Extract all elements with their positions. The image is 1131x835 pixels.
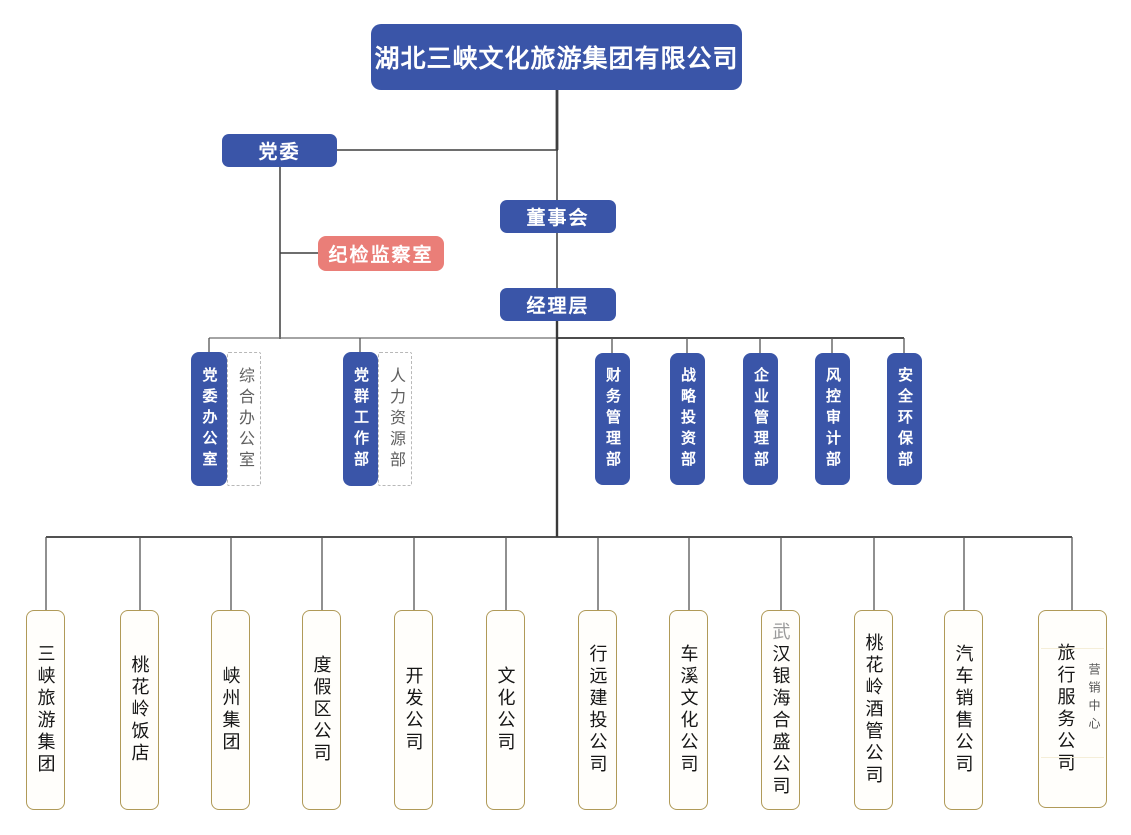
strategic-investment-dept-label: 战略投资部 xyxy=(679,366,696,472)
discipline-office-node: 纪检监察室 xyxy=(318,236,444,271)
wuhan-yinhai-hesheng-company-label: 武汉银海合盛公司 xyxy=(768,622,794,798)
wuhan-yinhai-hesheng-company-node: 武汉银海合盛公司 xyxy=(761,610,800,810)
taohualing-hotel-mgmt-company-label: 桃花岭酒管公司 xyxy=(863,633,884,787)
chexi-culture-company-label: 车溪文化公司 xyxy=(678,644,699,776)
root-company-label: 湖北三峡文化旅游集团有限公司 xyxy=(374,45,739,73)
general-office-alias-node: 综合办公室 xyxy=(227,352,261,486)
party-committee-office-label: 党委办公室 xyxy=(200,366,218,472)
board-node: 董事会 xyxy=(500,200,616,233)
hr-dept-alias-node: 人力资源部 xyxy=(378,352,412,486)
strategic-investment-dept-node: 战略投资部 xyxy=(670,353,705,485)
development-company-label: 开发公司 xyxy=(403,666,424,754)
risk-audit-dept-label: 风控审计部 xyxy=(824,366,841,472)
culture-company-node: 文化公司 xyxy=(486,610,525,810)
finance-dept-node: 财务管理部 xyxy=(595,353,630,485)
enterprise-management-dept-node: 企业管理部 xyxy=(743,353,778,485)
discipline-office-label: 纪检监察室 xyxy=(328,245,434,266)
xingyuan-construction-company-node: 行远建投公司 xyxy=(578,610,617,810)
management-node: 经理层 xyxy=(500,288,616,321)
safety-environment-dept-node: 安全环保部 xyxy=(887,353,922,485)
safety-environment-dept-label: 安全环保部 xyxy=(896,366,913,472)
taohualing-hotel-label: 桃花岭饭店 xyxy=(129,655,150,765)
party-committee-office-node: 党委办公室 xyxy=(191,352,227,486)
hr-dept-alias-label: 人力资源部 xyxy=(387,366,404,472)
board-label: 董事会 xyxy=(526,208,590,229)
auto-sales-company-label: 汽车销售公司 xyxy=(953,644,974,776)
enterprise-management-dept-label: 企业管理部 xyxy=(752,366,769,472)
party-mass-work-dept-node: 党群工作部 xyxy=(343,352,378,486)
resort-company-node: 度假区公司 xyxy=(302,610,341,810)
travel-service-company-label: 旅行服务公司 xyxy=(1055,643,1076,775)
resort-company-label: 度假区公司 xyxy=(311,655,332,765)
development-company-node: 开发公司 xyxy=(394,610,433,810)
culture-company-label: 文化公司 xyxy=(495,666,516,754)
chexi-culture-company-node: 车溪文化公司 xyxy=(669,610,708,810)
management-label: 经理层 xyxy=(526,296,590,317)
taohualing-hotel-mgmt-company-node: 桃花岭酒管公司 xyxy=(854,610,893,810)
sanxia-tourism-group-node: 三峡旅游集团 xyxy=(26,610,65,810)
finance-dept-label: 财务管理部 xyxy=(604,366,621,472)
xiazhou-group-label: 峡州集团 xyxy=(220,666,241,754)
label-rest: 汉银海合盛公司 xyxy=(770,644,791,798)
auto-sales-company-node: 汽车销售公司 xyxy=(944,610,983,810)
root-company-node: 湖北三峡文化旅游集团有限公司 xyxy=(371,24,742,90)
xiazhou-group-node: 峡州集团 xyxy=(211,610,250,810)
travel-service-company-node: 旅行服务公司 营销中心 xyxy=(1038,610,1107,808)
xingyuan-construction-company-label: 行远建投公司 xyxy=(587,644,608,776)
sanxia-tourism-group-label: 三峡旅游集团 xyxy=(35,644,56,776)
party-mass-work-dept-label: 党群工作部 xyxy=(352,366,369,472)
general-office-alias-label: 综合办公室 xyxy=(236,366,253,472)
risk-audit-dept-node: 风控审计部 xyxy=(815,353,850,485)
party-committee-label: 党委 xyxy=(258,142,301,163)
party-committee-node: 党委 xyxy=(222,134,337,167)
marketing-center-annex-label: 营销中心 xyxy=(1087,663,1101,735)
taohualing-hotel-node: 桃花岭饭店 xyxy=(120,610,159,810)
gray-prefix-char: 武 xyxy=(770,622,791,644)
